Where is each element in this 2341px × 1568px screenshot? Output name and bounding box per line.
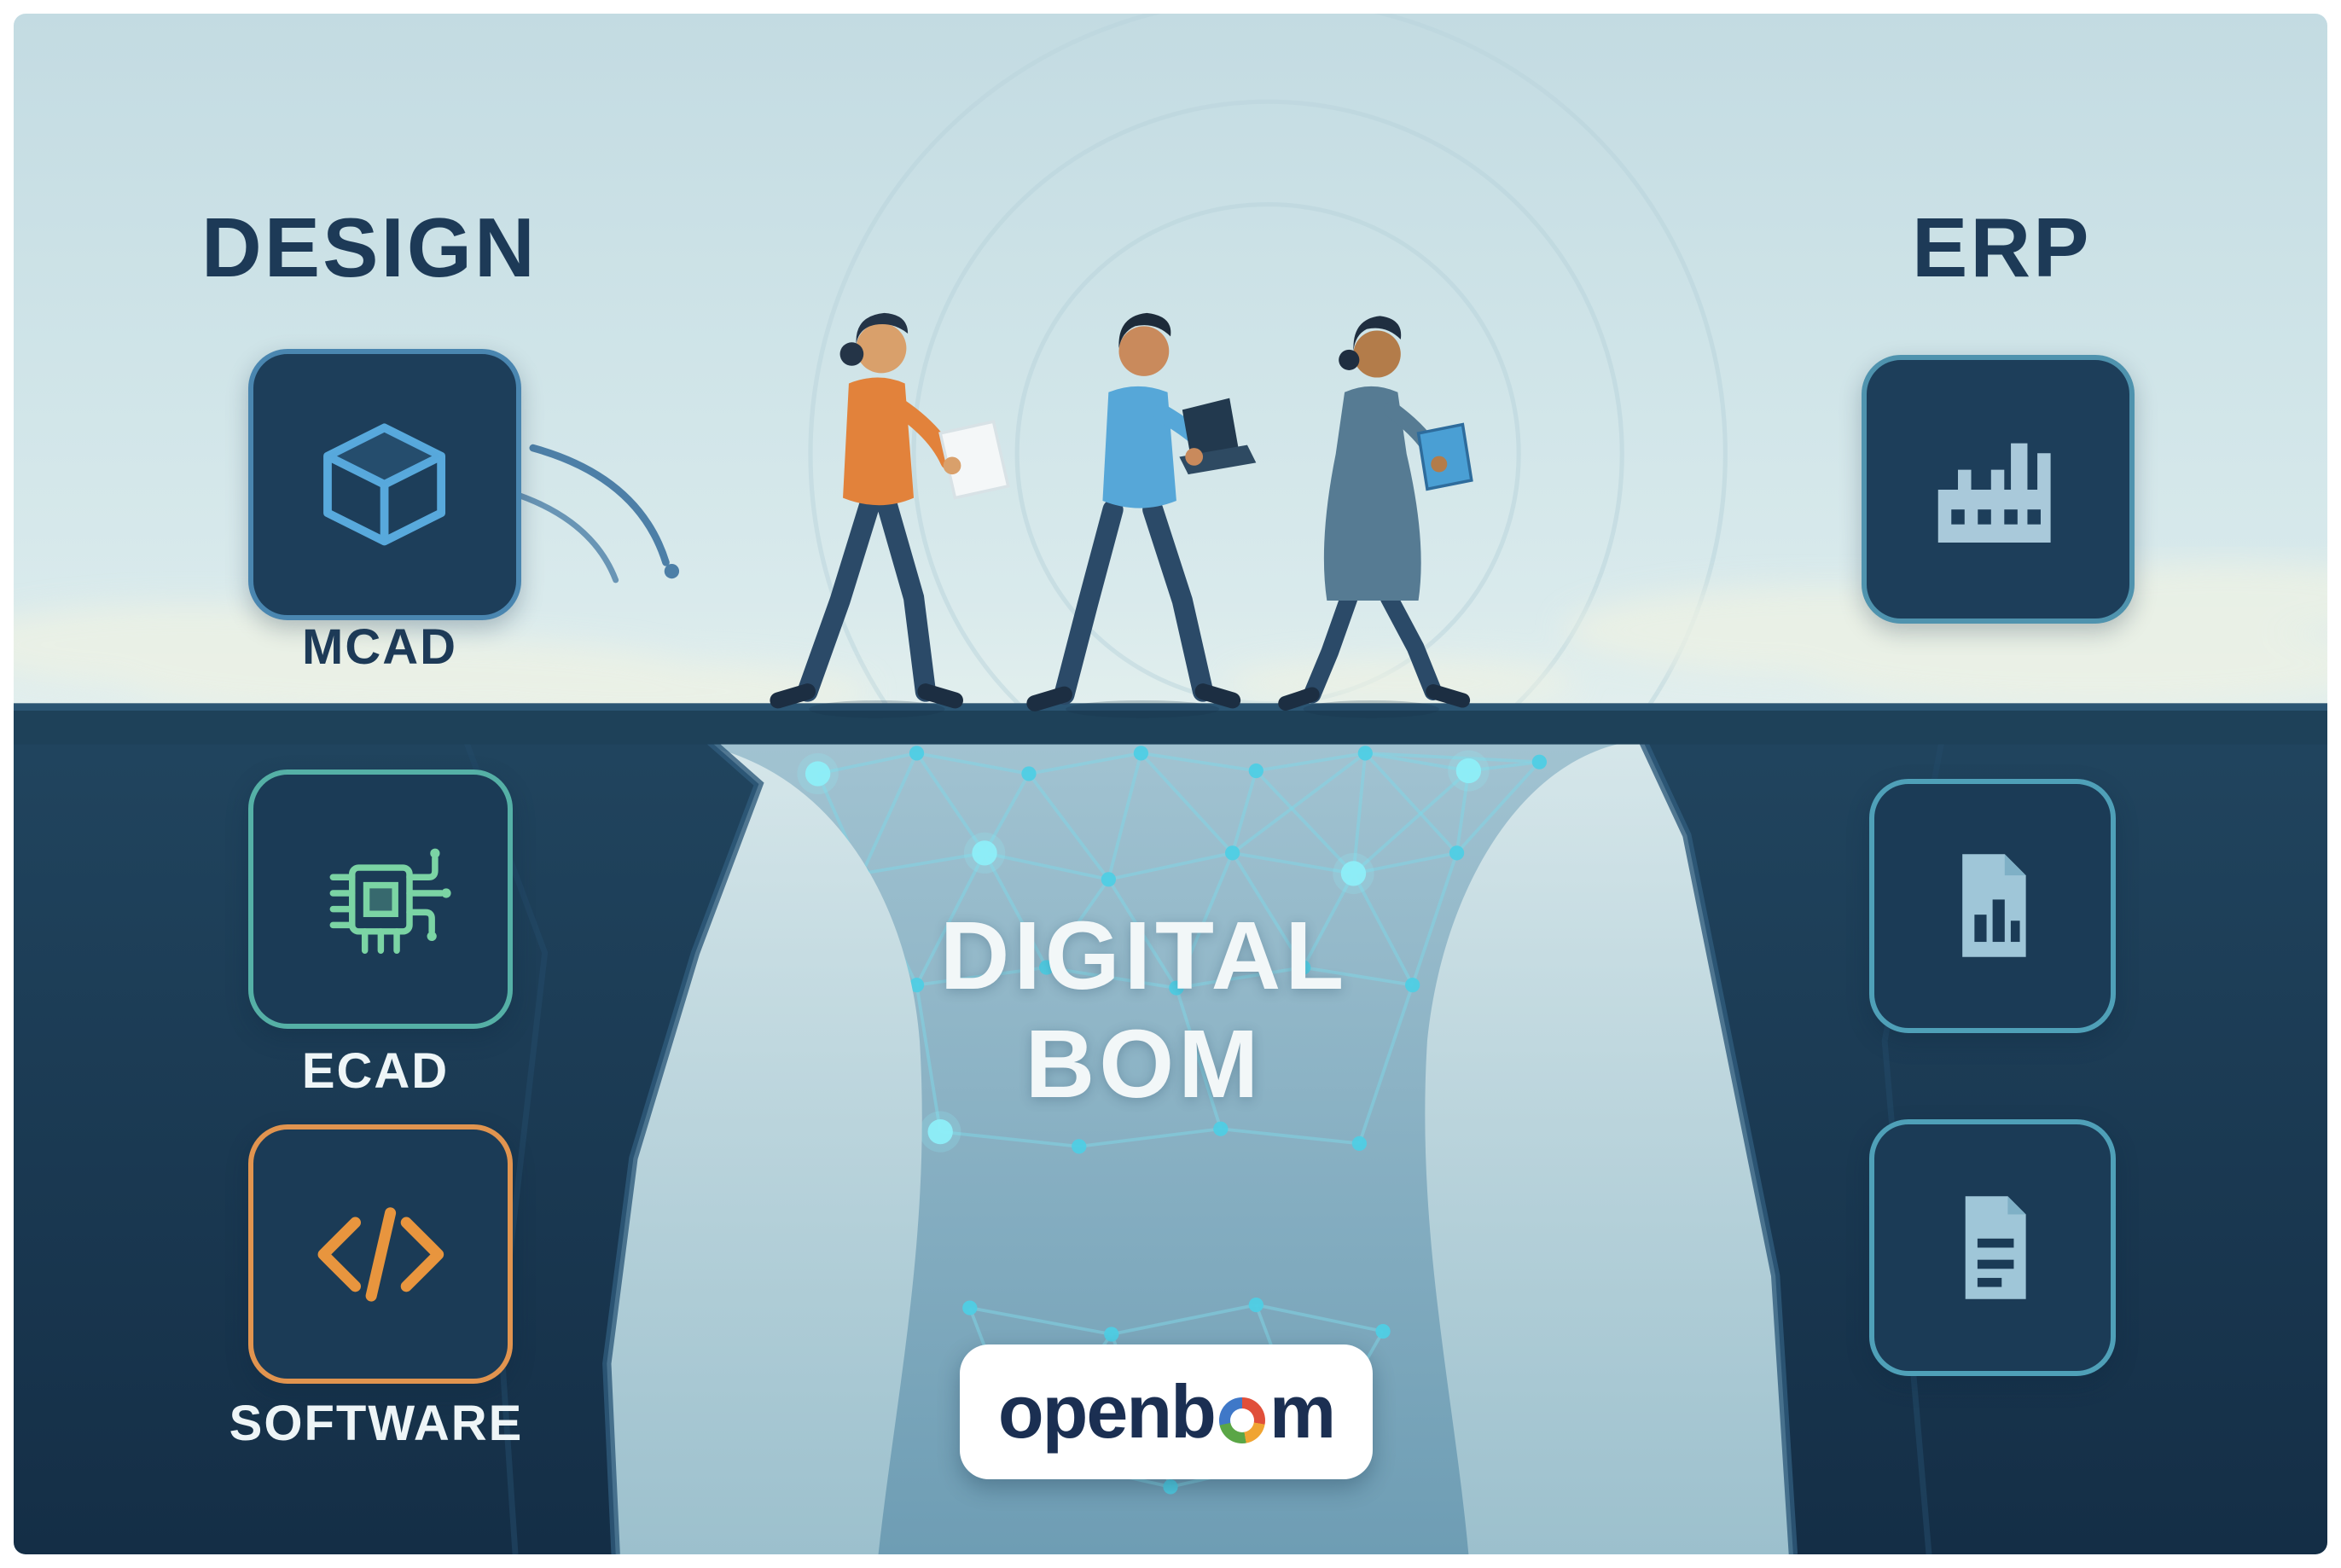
document-lines-icon: [1965, 1196, 2026, 1299]
erp-heading: ERP: [1912, 200, 2092, 294]
document-building-icon: [1962, 854, 2026, 958]
arc-rings: [808, 14, 1728, 704]
person-teal-with-tablet: [1278, 316, 1473, 711]
openbom-logo-card: openb m: [960, 1344, 1373, 1479]
person-blue-with-laptop: [1026, 312, 1257, 711]
bridge-deck: [14, 703, 2327, 745]
ring-core: [1229, 1408, 1254, 1432]
openbom-logo: openb m: [997, 1368, 1336, 1455]
bridge-title-line2: BOM: [1025, 1009, 1263, 1118]
mcad-tile: [248, 349, 521, 620]
logo-text-suffix: m: [1269, 1369, 1336, 1454]
bridge: [680, 715, 1631, 1554]
ecad-tile: [248, 769, 513, 1029]
people-group: [770, 312, 1473, 718]
design-heading: DESIGN: [201, 200, 537, 294]
ecad-label: ECAD: [301, 1043, 450, 1099]
person-orange-with-paper: [770, 312, 1010, 709]
software-tile: [248, 1124, 513, 1384]
erp-doc-building-tile: [1869, 779, 2116, 1033]
bridge-title: DIGITAL BOM: [786, 902, 1502, 1118]
circuit-chip-icon: [329, 848, 451, 954]
cube-3d-icon: [323, 423, 446, 546]
swoosh-arrow: [506, 444, 680, 584]
bridge-title-line1: DIGITAL: [939, 902, 1349, 1009]
erp-document-tile: [1869, 1119, 2116, 1376]
scene: DESIGN ERP MCAD: [14, 14, 2327, 1554]
logo-text-prefix: openb: [997, 1369, 1217, 1454]
erp-factory-tile: [1862, 355, 2135, 624]
mcad-label: MCAD: [302, 619, 457, 675]
software-label: SOFTWARE: [229, 1396, 524, 1451]
code-brackets-icon: [317, 1206, 444, 1302]
factory-icon: [1938, 443, 2052, 543]
multicolor-ring-icon: [1218, 1397, 1265, 1443]
